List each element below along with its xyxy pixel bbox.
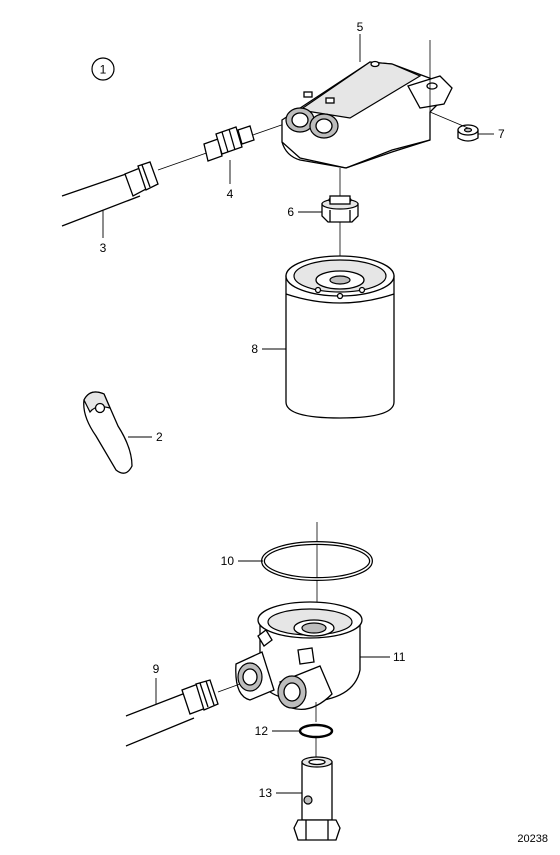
- part-5-filter-head: [281, 34, 453, 169]
- part-10-o-ring: [238, 541, 373, 581]
- drawing-number: 20238: [517, 833, 548, 845]
- part-6-threaded-nipple: [298, 168, 359, 262]
- callout-8: 8: [251, 342, 258, 356]
- part-3-hose-upper: [61, 161, 159, 238]
- part-2-clamp: [83, 391, 152, 474]
- callout-4: 4: [227, 187, 234, 201]
- callout-2: 2: [156, 430, 163, 444]
- callout-11: 11: [393, 650, 406, 664]
- callout-12: 12: [255, 724, 269, 738]
- part-8-filter-cartridge: [262, 255, 395, 419]
- callout-6: 6: [287, 205, 294, 219]
- view-marker: 1: [91, 57, 115, 81]
- callout-10: 10: [221, 554, 235, 568]
- callout-9: 9: [153, 662, 160, 676]
- callout-5: 5: [357, 20, 364, 34]
- part-9-hose-lower: [125, 678, 241, 747]
- part-7-spacer: [429, 111, 494, 142]
- part-4-nipple: [203, 125, 255, 184]
- part-11-filter-housing: [235, 601, 390, 711]
- part-12-small-o-ring: [272, 702, 334, 760]
- view-marker-label: 1: [100, 63, 107, 77]
- callout-13: 13: [259, 786, 273, 800]
- callout-7: 7: [498, 127, 505, 141]
- callout-3: 3: [100, 241, 107, 255]
- part-13-hollow-screw: [276, 756, 341, 841]
- axis-line-upper: [157, 149, 216, 171]
